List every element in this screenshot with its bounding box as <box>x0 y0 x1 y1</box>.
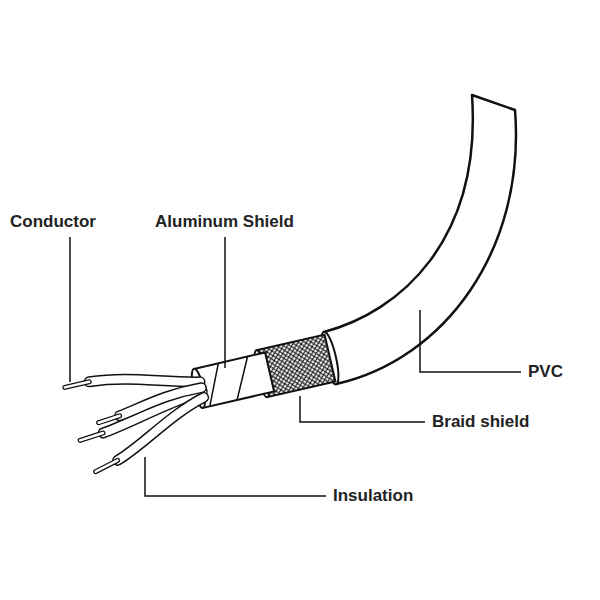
leader-line <box>145 457 326 496</box>
insulated-wires <box>89 357 213 462</box>
leader-lines <box>70 237 521 496</box>
leader-line <box>300 396 425 422</box>
cable-end <box>65 326 349 474</box>
foil-wrap <box>201 357 257 407</box>
part-label: Aluminum Shield <box>155 212 294 232</box>
part-label: Insulation <box>333 486 413 506</box>
leader-line <box>420 310 521 372</box>
bare-conductors <box>65 377 131 474</box>
leader-line <box>224 237 226 368</box>
part-label: Braid shield <box>432 412 529 432</box>
part-label: PVC <box>528 362 563 382</box>
leader-line <box>69 237 71 382</box>
part-label: Conductor <box>10 212 96 232</box>
